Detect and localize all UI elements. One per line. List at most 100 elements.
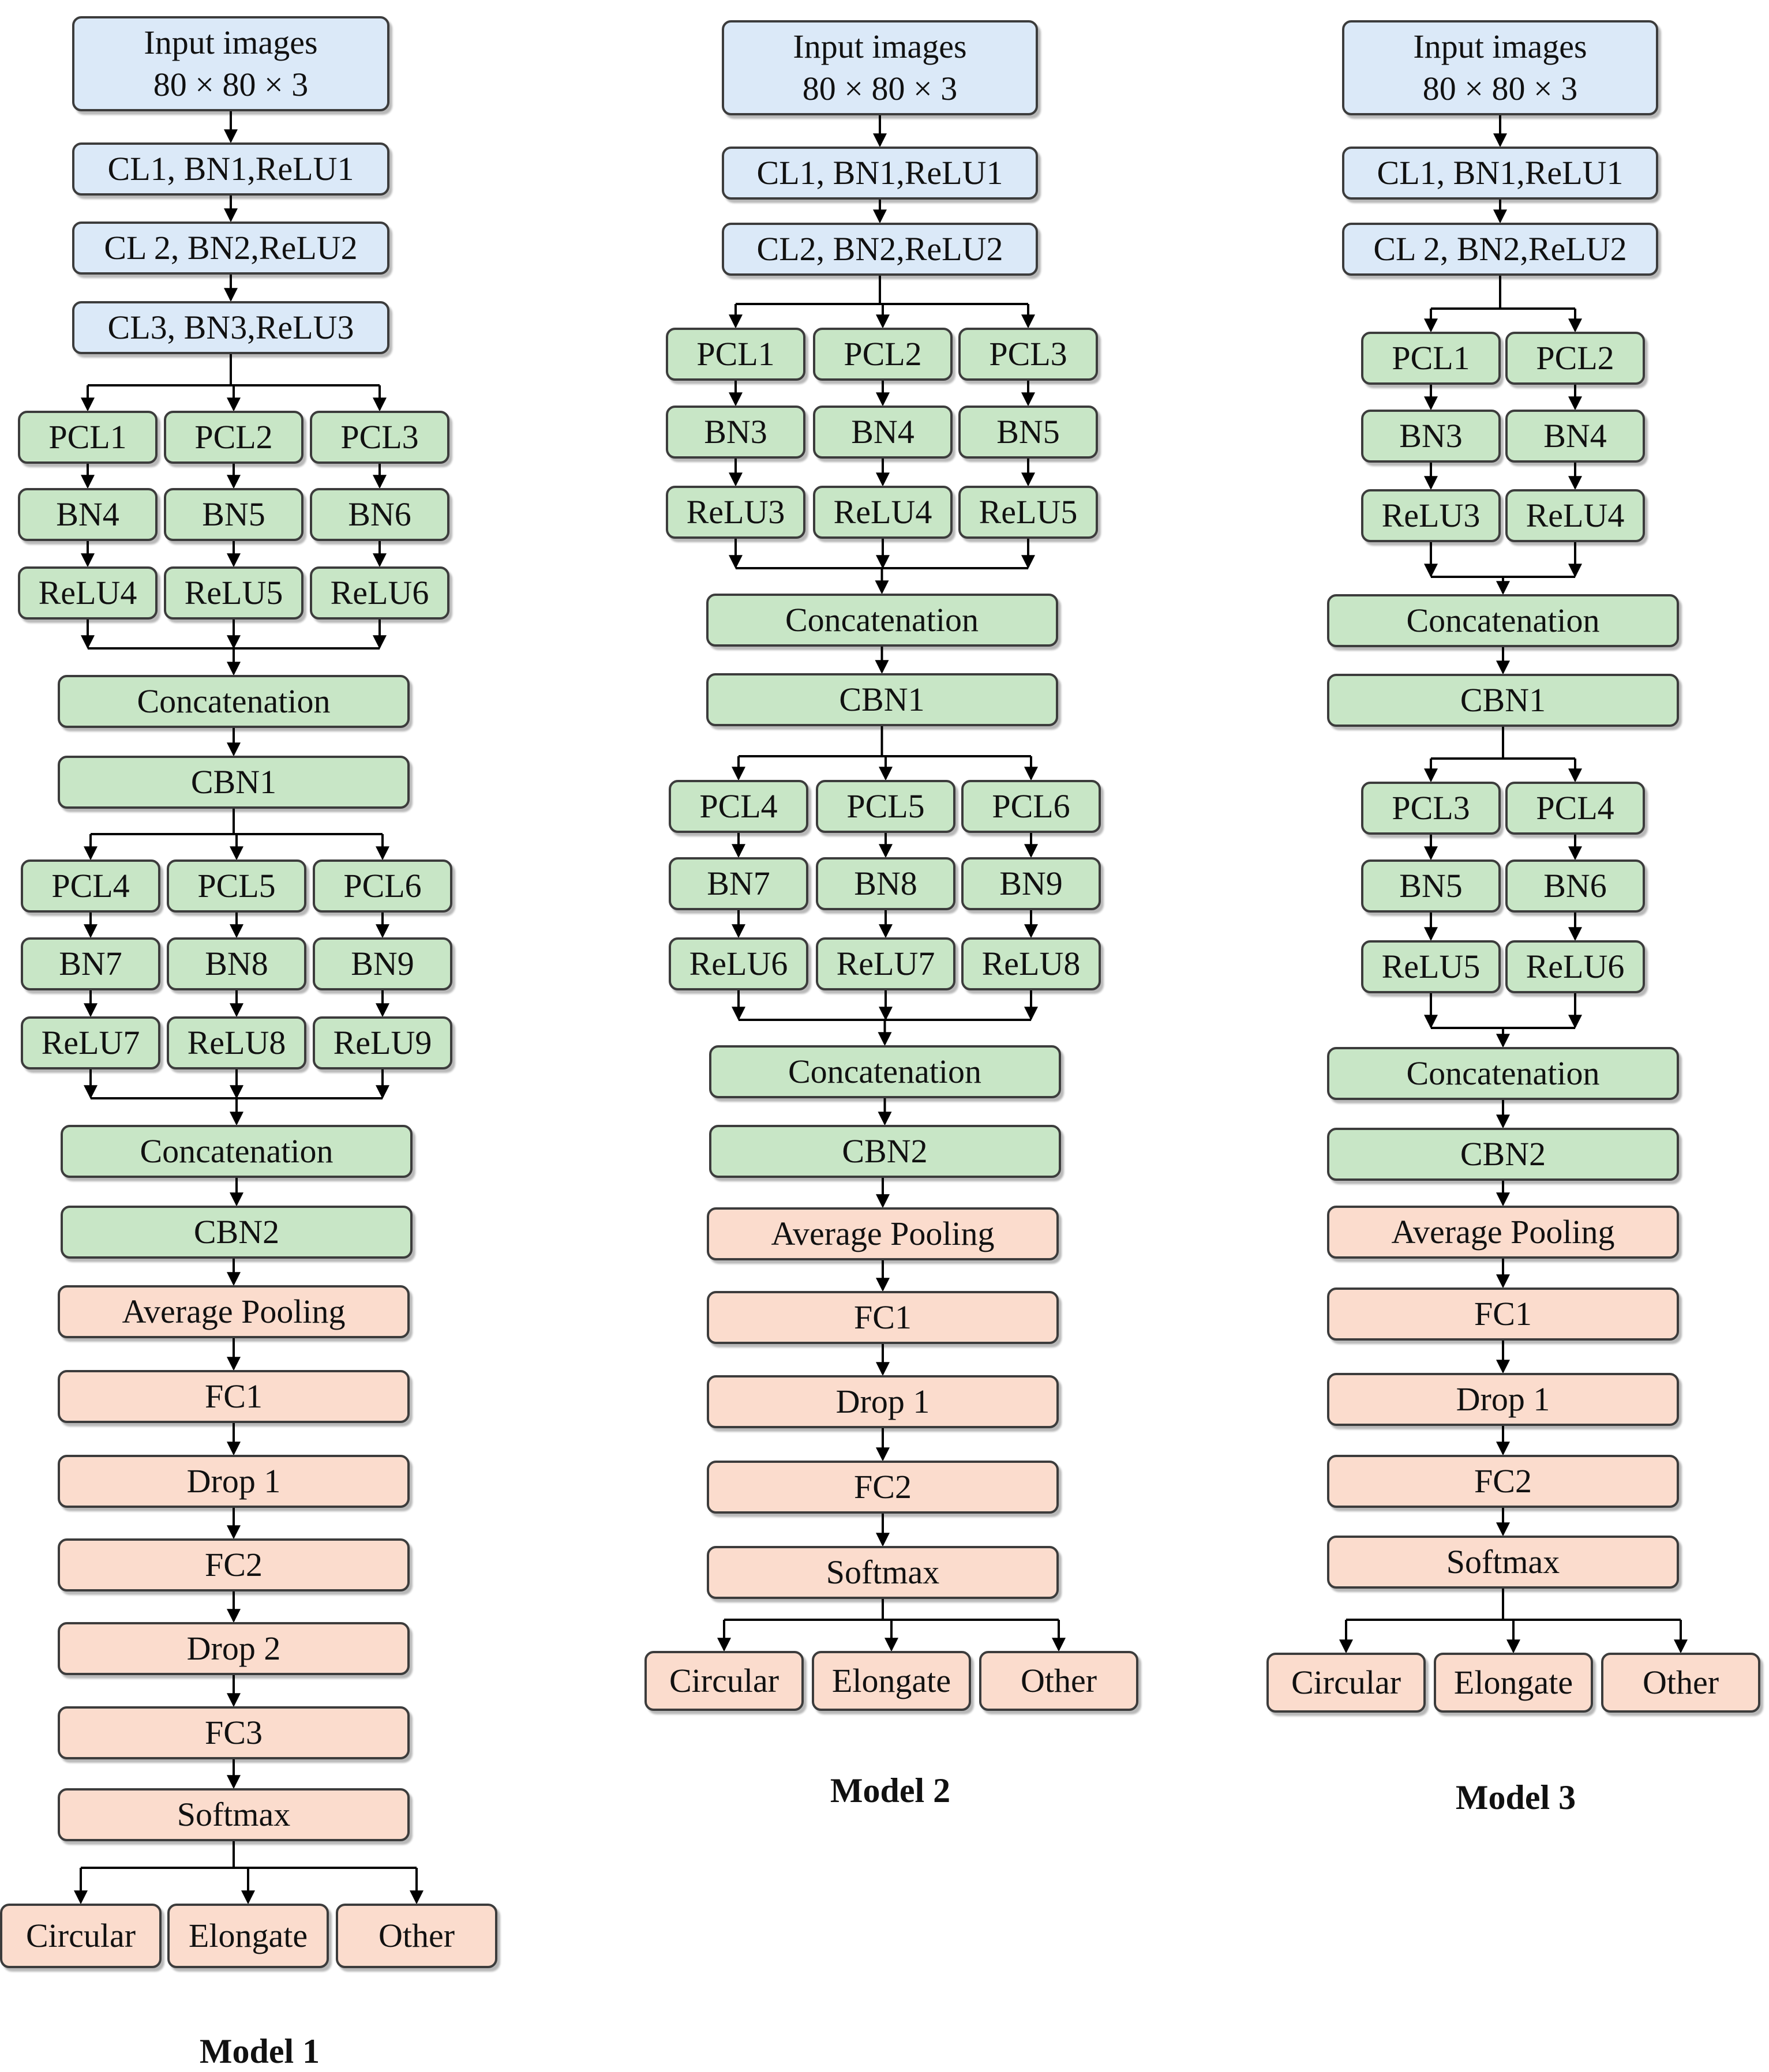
- batch-norm-box: BN8: [167, 937, 306, 990]
- parallel-conv-box: PCL3: [310, 411, 449, 464]
- relu-box: ReLU6: [1505, 940, 1645, 993]
- batch-norm-box: BN5: [958, 406, 1098, 459]
- head-layer-box: Drop 2: [58, 1622, 410, 1675]
- concatenation-box: Concatenation: [709, 1045, 1061, 1098]
- input-dimensions: 80 × 80 × 3: [1422, 69, 1578, 107]
- concatenation-box: Concatenation: [706, 594, 1058, 647]
- parallel-conv-box: PCL6: [961, 780, 1101, 833]
- batch-norm-box: BN3: [666, 406, 805, 459]
- model-caption: Model 1: [199, 2032, 320, 2070]
- output-class-elongate-box: Elongate: [167, 1904, 329, 1968]
- cbn-box: CBN2: [61, 1206, 413, 1259]
- relu-box: ReLU9: [313, 1016, 452, 1069]
- relu-box: ReLU4: [1505, 489, 1645, 542]
- cbn-box: CBN1: [1327, 674, 1679, 727]
- relu-box: ReLU3: [1361, 489, 1501, 542]
- input-images-box: Input images 80 × 80 × 3: [1342, 20, 1658, 115]
- batch-norm-box: BN9: [313, 937, 452, 990]
- head-layer-box: FC1: [707, 1291, 1059, 1344]
- head-layer-box: Average Pooling: [1327, 1206, 1679, 1259]
- input-images-box: Input images 80 × 80 × 3: [72, 16, 389, 111]
- output-class-elongate-box: Elongate: [812, 1651, 971, 1711]
- parallel-conv-box: PCL5: [167, 859, 306, 913]
- input-dimensions: 80 × 80 × 3: [153, 65, 309, 103]
- concatenation-box: Concatenation: [1327, 594, 1679, 647]
- head-layer-box: Average Pooling: [58, 1285, 410, 1338]
- relu-box: ReLU4: [18, 566, 158, 620]
- relu-box: ReLU8: [961, 937, 1101, 990]
- conv-layer-box: CL1, BN1,ReLU1: [72, 142, 389, 196]
- batch-norm-box: BN4: [1505, 410, 1645, 463]
- head-layer-box: FC2: [58, 1538, 410, 1591]
- input-dimensions: 80 × 80 × 3: [802, 69, 958, 107]
- parallel-conv-box: PCL1: [666, 328, 805, 381]
- batch-norm-box: BN4: [813, 406, 953, 459]
- relu-box: ReLU5: [1361, 940, 1501, 993]
- batch-norm-box: BN5: [1361, 859, 1501, 913]
- concatenation-box: Concatenation: [58, 675, 410, 728]
- output-class-circular-box: Circular: [0, 1904, 162, 1968]
- relu-box: ReLU5: [164, 566, 303, 620]
- batch-norm-box: BN8: [816, 857, 955, 910]
- cbn-box: CBN1: [706, 673, 1058, 726]
- relu-box: ReLU8: [167, 1016, 306, 1069]
- relu-box: ReLU7: [816, 937, 955, 990]
- head-layer-box: Softmax: [1327, 1536, 1679, 1589]
- output-class-other-box: Other: [336, 1904, 497, 1968]
- input-title: Input images: [793, 28, 967, 65]
- head-layer-box: FC1: [58, 1370, 410, 1423]
- input-title: Input images: [144, 24, 318, 61]
- relu-box: ReLU7: [21, 1016, 160, 1069]
- head-layer-box: Softmax: [58, 1788, 410, 1841]
- batch-norm-box: BN6: [310, 488, 449, 541]
- head-layer-box: FC2: [1327, 1455, 1679, 1508]
- parallel-conv-box: PCL4: [669, 780, 808, 833]
- conv-layer-box: CL2, BN2,ReLU2: [722, 223, 1038, 276]
- conv-layer-box: CL1, BN1,ReLU1: [1342, 147, 1658, 200]
- head-layer-box: Drop 1: [707, 1375, 1059, 1428]
- input-images-box: Input images 80 × 80 × 3: [722, 20, 1038, 115]
- batch-norm-box: BN4: [18, 488, 158, 541]
- parallel-conv-box: PCL1: [1361, 332, 1501, 385]
- model-caption: Model 3: [1455, 1778, 1576, 1816]
- output-class-circular-box: Circular: [1266, 1653, 1426, 1713]
- parallel-conv-box: PCL2: [164, 411, 303, 464]
- batch-norm-box: BN5: [164, 488, 303, 541]
- output-class-elongate-box: Elongate: [1434, 1653, 1593, 1713]
- relu-box: ReLU6: [669, 937, 808, 990]
- relu-box: ReLU4: [813, 486, 953, 539]
- relu-box: ReLU3: [666, 486, 805, 539]
- parallel-conv-box: PCL5: [816, 780, 955, 833]
- parallel-conv-box: PCL3: [958, 328, 1098, 381]
- batch-norm-box: BN7: [21, 937, 160, 990]
- output-class-other-box: Other: [979, 1651, 1138, 1711]
- cbn-box: CBN2: [709, 1125, 1061, 1178]
- cbn-box: CBN2: [1327, 1128, 1679, 1181]
- input-title: Input images: [1413, 28, 1587, 65]
- output-class-circular-box: Circular: [644, 1651, 804, 1711]
- batch-norm-box: BN9: [961, 857, 1101, 910]
- model-caption: Model 2: [830, 1771, 951, 1810]
- batch-norm-box: BN7: [669, 857, 808, 910]
- parallel-conv-box: PCL6: [313, 859, 452, 913]
- batch-norm-box: BN3: [1361, 410, 1501, 463]
- conv-layer-box: CL 2, BN2,ReLU2: [72, 222, 389, 275]
- head-layer-box: FC1: [1327, 1288, 1679, 1341]
- head-layer-box: FC2: [707, 1461, 1059, 1514]
- head-layer-box: Average Pooling: [707, 1207, 1059, 1260]
- relu-box: ReLU5: [958, 486, 1098, 539]
- conv-layer-box: CL1, BN1,ReLU1: [722, 147, 1038, 200]
- output-class-other-box: Other: [1601, 1653, 1760, 1713]
- conv-layer-box: CL 2, BN2,ReLU2: [1342, 223, 1658, 276]
- head-layer-box: Softmax: [707, 1546, 1059, 1599]
- parallel-conv-box: PCL2: [813, 328, 953, 381]
- conv-layer-box: CL3, BN3,ReLU3: [72, 301, 389, 354]
- relu-box: ReLU6: [310, 566, 449, 620]
- parallel-conv-box: PCL3: [1361, 782, 1501, 835]
- cbn-box: CBN1: [58, 756, 410, 809]
- batch-norm-box: BN6: [1505, 859, 1645, 913]
- parallel-conv-box: PCL2: [1505, 332, 1645, 385]
- parallel-conv-box: PCL4: [1505, 782, 1645, 835]
